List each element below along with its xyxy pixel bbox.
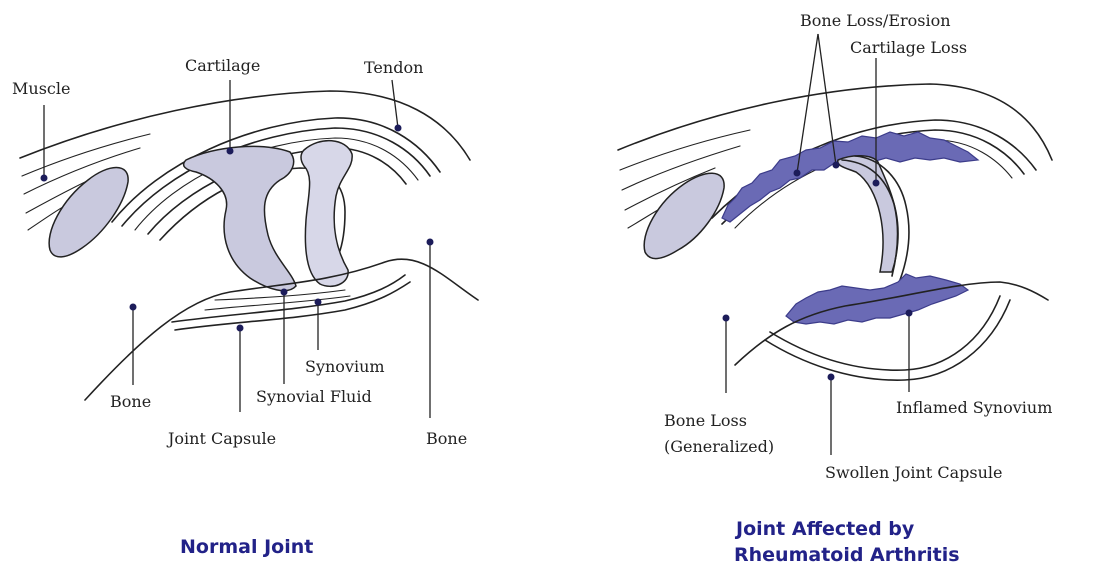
muscle-belly	[49, 168, 128, 257]
bone-right-marker	[427, 239, 434, 246]
bone-loss-generalized-line1: Bone Loss	[664, 411, 747, 430]
synovial-fluid-marker	[281, 289, 288, 296]
cartilage-label: Cartilage	[185, 56, 260, 75]
cartilage-loss-marker	[873, 180, 880, 187]
affected-joint-illustration	[618, 84, 1052, 380]
muscle-marker	[41, 175, 48, 182]
bone-loss-generalized-line2: (Generalized)	[664, 437, 774, 456]
cartilage-upper	[184, 146, 296, 290]
inflamed-synovium-upper	[722, 132, 978, 222]
affected-joint-title-line1: Joint Affected by	[734, 518, 915, 540]
muscle-label: Muscle	[12, 79, 70, 98]
joint-capsule-label: Joint Capsule	[166, 429, 276, 448]
bone-erosion-marker-2	[833, 162, 840, 169]
synovial-fluid-label: Synovial Fluid	[256, 387, 372, 406]
cartilage-marker	[227, 148, 234, 155]
tendon-marker	[395, 125, 402, 132]
cartilage-loss-label: Cartilage Loss	[850, 38, 967, 57]
swollen-joint-capsule-label: Swollen Joint Capsule	[825, 463, 1003, 482]
synovium-label: Synovium	[305, 357, 385, 376]
bone-left-marker	[130, 304, 137, 311]
bone-loss-erosion-label: Bone Loss/Erosion	[800, 11, 951, 30]
swollen-capsule-marker	[828, 374, 835, 381]
inflamed-synovium-lower	[786, 274, 968, 324]
inflamed-synovium-label: Inflamed Synovium	[896, 398, 1052, 417]
inflamed-synovium-marker	[906, 310, 913, 317]
bone-right-label: Bone	[426, 429, 467, 448]
affected-muscle-belly	[644, 173, 724, 258]
bone-loss-generalized-marker	[723, 315, 730, 322]
normal-joint-illustration	[20, 91, 478, 400]
bone-erosion-marker-1	[794, 170, 801, 177]
joint-capsule-marker	[237, 325, 244, 332]
bone-left-label: Bone	[110, 392, 151, 411]
tendon-label: Tendon	[364, 58, 423, 77]
affected-joint-title-line2: Rheumatoid Arthritis	[734, 544, 960, 566]
synovium-marker	[315, 299, 322, 306]
normal-joint-title: Normal Joint	[180, 536, 313, 558]
